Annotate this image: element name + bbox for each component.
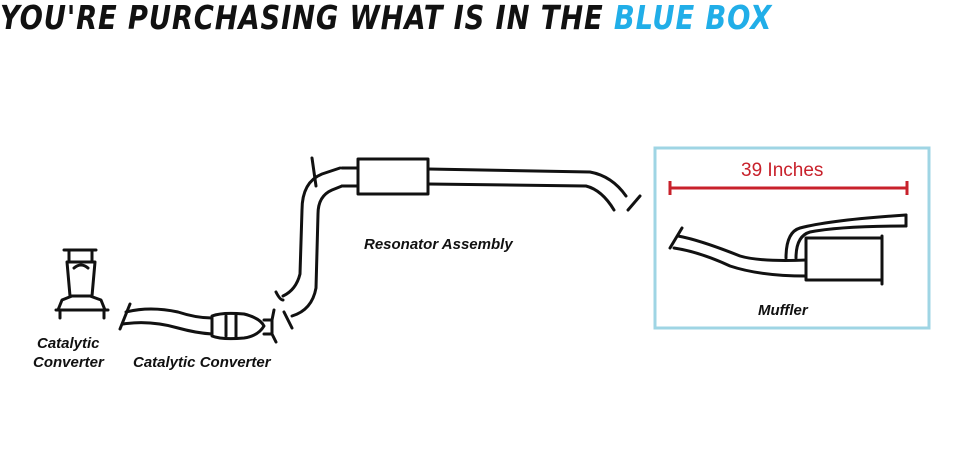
muffler-label: Muffler <box>758 302 808 319</box>
catalytic-converter-left <box>54 248 110 320</box>
resonator-assembly <box>340 157 642 212</box>
dimension-label: 39 Inches <box>741 160 824 181</box>
cat-converter-mid-label: Catalytic Converter <box>133 354 271 371</box>
title-prefix: YOU'RE PURCHASING WHAT IS IN THE <box>0 0 604 37</box>
page-title: YOU'RE PURCHASING WHAT IS IN THE BLUE BO… <box>0 0 797 38</box>
muffler-assembly <box>668 213 908 286</box>
front-pipe <box>281 156 344 330</box>
dimension-line <box>668 181 909 195</box>
highlight-box <box>653 146 931 330</box>
resonator-label: Resonator Assembly <box>364 236 513 253</box>
catalytic-converter-mid <box>118 290 285 344</box>
cat-converter-left-label-line1: Catalytic <box>37 335 100 352</box>
title-highlight: BLUE BOX <box>613 0 773 37</box>
cat-converter-left-label-line2: Converter <box>33 354 104 371</box>
